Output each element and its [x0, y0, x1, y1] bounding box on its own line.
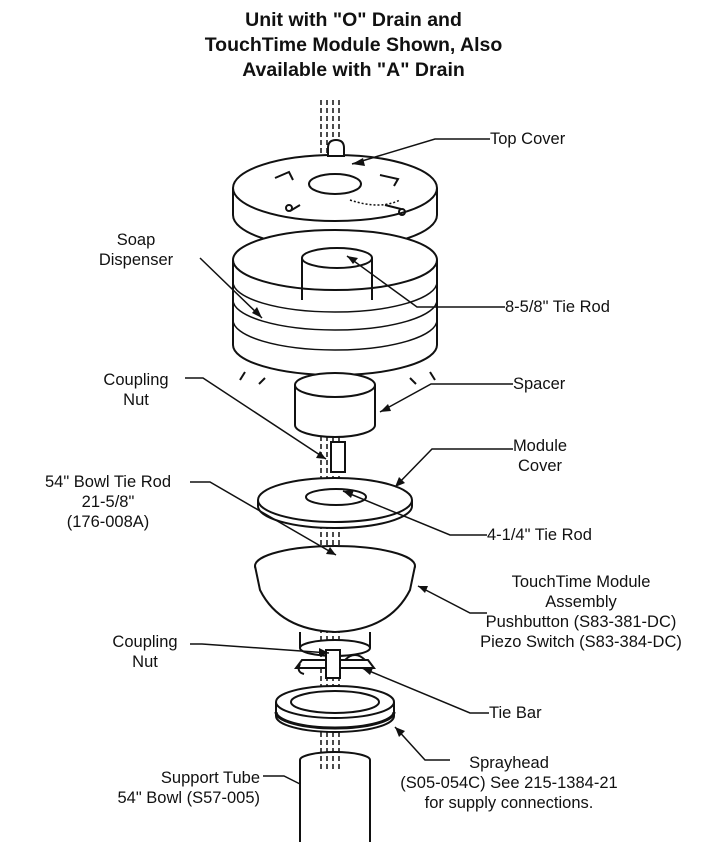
coupling-nut-upper-label: Coupling Nut [86, 370, 186, 410]
support-tube-label-line-2: 54" Bowl (S57-005) [117, 789, 260, 807]
coupling-nut-lower-label: Coupling Nut [100, 632, 190, 672]
title-line-3: Available with "A" Drain [242, 59, 465, 81]
title-line-2: TouchTime Module Shown, Also [204, 34, 503, 56]
soap-dispenser-label: Soap Dispenser [86, 230, 186, 270]
bowl-tie-rod-label: 54" Bowl Tie Rod 21-5/8" (176-008A) [30, 472, 186, 532]
title-line-1: Unit with "O" Drain and [245, 9, 462, 31]
sprayhead-label-line-3: for supply connections. [424, 794, 594, 812]
coupling-nut-upper-label-line-1: Coupling [103, 371, 169, 389]
touchtime-module-label-line-4: Piezo Switch (S83-384-DC) [480, 633, 682, 651]
diagram-title: Unit with "O" Drain and TouchTime Module… [0, 8, 707, 83]
module-cover-label-line-1: Module [512, 437, 568, 455]
bowl-tie-rod-label-line-2: 21-5/8" [81, 493, 135, 511]
coupling-nut-lower-label-line-1: Coupling [112, 633, 178, 651]
module-cover-label-line-2: Cover [517, 457, 562, 475]
sprayhead-label: Sprayhead (S05-054C) See 215-1384-21 for… [396, 753, 622, 813]
support-tube-label: Support Tube 54" Bowl (S57-005) [60, 768, 260, 808]
module-cover-part [257, 477, 413, 529]
soap-dispenser-label-line-1: Soap [116, 231, 156, 249]
leader-arrowheads [252, 158, 428, 737]
support-tube-part [299, 751, 371, 842]
support-tube-label-line-1: Support Tube [160, 769, 260, 787]
coupling-nut-lower-label-line-2: Nut [132, 653, 158, 671]
tie-bar-label: Tie Bar [489, 704, 542, 722]
sprayhead-label-line-1: Sprayhead [469, 754, 549, 772]
tie-rod-8-5-8-label: 8-5/8" Tie Rod [505, 298, 610, 316]
touchtime-module-label-line-3: Pushbutton (S83-381-DC) [485, 613, 677, 631]
coupling-nut-upper-part [330, 441, 346, 473]
top-cover-label: Top Cover [490, 130, 566, 148]
soap-dispenser-label-line-2: Dispenser [98, 251, 174, 269]
spacer-part [294, 372, 376, 438]
bowl-tie-rod-label-line-1: 54" Bowl Tie Rod [44, 473, 171, 491]
soap-dispenser-part [232, 229, 438, 385]
coupling-nut-upper-label-line-2: Nut [123, 391, 149, 409]
spacer-label: Spacer [513, 375, 566, 393]
leader-lines [185, 138, 513, 785]
sprayhead-part [274, 685, 396, 733]
tie-bar-part [294, 649, 376, 679]
sprayhead-label-line-2: (S05-054C) See 215-1384-21 [400, 774, 618, 792]
module-cover-label: Module Cover [500, 436, 580, 476]
touchtime-module-label-line-2: Assembly [545, 593, 617, 611]
touchtime-module-label-line-1: TouchTime Module [511, 573, 651, 591]
bowl-tie-rod-label-line-3: (176-008A) [66, 513, 150, 531]
touchtime-module-part [254, 545, 416, 657]
tie-rod-4-1-4-label: 4-1/4" Tie Rod [487, 526, 592, 544]
touchtime-module-label: TouchTime Module Assembly Pushbutton (S8… [468, 572, 694, 652]
